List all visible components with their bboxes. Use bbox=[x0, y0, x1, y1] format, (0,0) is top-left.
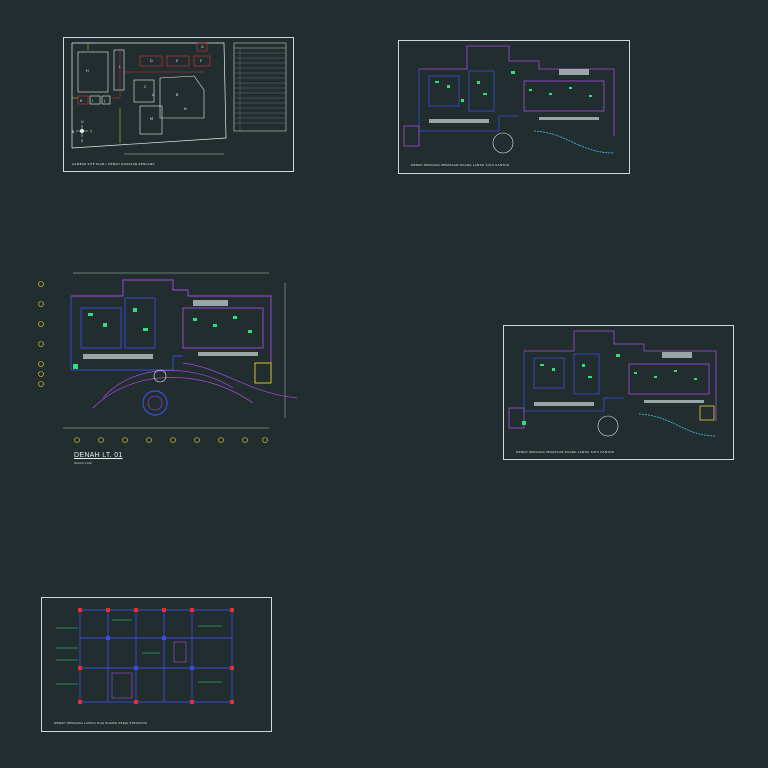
site-block-label: F bbox=[200, 59, 202, 63]
floor-plan-main-scale: SKALA 1:100 bbox=[74, 461, 92, 465]
site-plan-drawing: A B C D E F G H I J K L M N U S B T bbox=[71, 42, 287, 155]
site-block-label: C bbox=[144, 85, 147, 89]
floor-plan-right-sheet[interactable]: DENAH RENCANA PENATAAN RUANG LANTAI SATU… bbox=[503, 325, 734, 460]
site-block-label: I bbox=[92, 99, 93, 103]
floor-plan-bottom-drawing bbox=[56, 608, 234, 704]
floor-plan-main-drawing bbox=[38, 272, 297, 443]
floor-plan-top-drawing bbox=[403, 45, 615, 154]
site-block-label: A bbox=[152, 93, 155, 97]
floor-plan-right-caption: DENAH RENCANA PENATAAN RUANG LANTAI SATU… bbox=[516, 450, 615, 454]
compass-label: U bbox=[81, 120, 84, 124]
floor-plan-main-title: DENAH LT. 01 bbox=[74, 452, 123, 459]
floor-plan-top-caption: DENAH RENCANA PENATAAN RUANG LANTAI SATU… bbox=[411, 163, 510, 167]
site-block-label: H bbox=[86, 69, 89, 73]
site-block-label: D bbox=[150, 59, 153, 63]
compass-label: T bbox=[89, 130, 93, 134]
site-block-label: E bbox=[176, 59, 178, 63]
site-plan-caption: GAMBAR SITE PLAN / DENAH KAWASAN RENCANA bbox=[72, 162, 155, 166]
site-block-label: K bbox=[80, 99, 83, 103]
compass-label: B bbox=[72, 130, 75, 134]
floor-plan-bottom-sheet[interactable]: DENAH RENCANA LANTAI DUA RUANG KERJA STR… bbox=[41, 597, 272, 732]
floor-plan-main-area[interactable]: DENAH LT. 01 SKALA 1:100 bbox=[33, 268, 297, 465]
site-plan-sheet[interactable]: A B C D E F G H I J K L M N U S B T GAMBAR SITE PLAN / DE… bbox=[63, 37, 294, 172]
site-block-label: L bbox=[119, 65, 121, 69]
floor-plan-bottom-caption: DENAH RENCANA LANTAI DUA RUANG KERJA STR… bbox=[54, 721, 147, 725]
site-block-label: J bbox=[103, 99, 105, 103]
compass-label: S bbox=[81, 139, 84, 143]
site-block-label: G bbox=[201, 45, 204, 49]
floor-plan-right-drawing bbox=[508, 330, 717, 437]
floor-plan-top-sheet[interactable]: DENAH RENCANA PENATAAN RUANG LANTAI SATU… bbox=[398, 40, 630, 174]
site-block-label: N bbox=[184, 107, 187, 111]
site-block-label: B bbox=[176, 93, 179, 97]
site-block-label: M bbox=[150, 117, 153, 121]
